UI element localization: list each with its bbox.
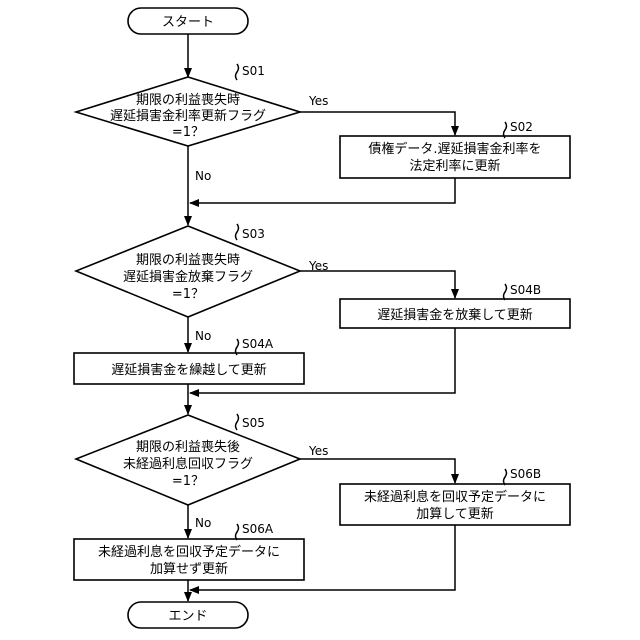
process-s06a: 未経過利息を回収予定データに 加算せず更新 S06A	[74, 522, 304, 580]
s03-line-2: 遅延損害金放棄フラグ	[123, 269, 253, 285]
s06a-line-2: 加算せず更新	[150, 561, 228, 577]
s05-line-1: 期限の利益喪失後	[136, 440, 240, 455]
s06b-line-1: 未経過利息を回収予定データに	[364, 489, 546, 505]
s06b-line-2: 加算して更新	[416, 506, 494, 522]
s01-tag: S01	[242, 64, 265, 78]
s06a-line-1: 未経過利息を回収予定データに	[98, 544, 280, 560]
label-yes-s03: Yes	[308, 259, 328, 273]
s04b-tag: S04B	[510, 283, 541, 297]
edge-s05-yes	[300, 459, 455, 483]
s01-line-3: =1？	[172, 125, 204, 140]
decision-s03: 期限の利益喪失時 遅延損害金放棄フラグ =1？ S03	[76, 224, 300, 317]
s04a-tag: S04A	[242, 337, 274, 351]
s03-line-1: 期限の利益喪失時	[136, 253, 240, 268]
label-no-s05: No	[195, 516, 211, 530]
s06b-tag-tick	[504, 469, 507, 485]
edge-s01-yes	[300, 112, 455, 135]
s02-tag: S02	[510, 120, 533, 134]
s02-line-1: 債権データ.遅延損害金利率を	[368, 141, 541, 157]
s01-tag-tick	[236, 64, 239, 80]
s04a-line-1: 遅延損害金を繰越して更新	[111, 362, 267, 378]
s06b-tag: S06B	[510, 467, 541, 481]
s05-line-2: 未経過利息回収フラグ	[123, 456, 253, 472]
s01-line-1: 期限の利益喪失時	[136, 93, 240, 108]
label-no-s01: No	[195, 169, 211, 183]
s06a-tag: S06A	[242, 522, 274, 536]
s05-tag: S05	[242, 416, 265, 430]
end-terminal: エンド	[128, 602, 248, 628]
label-no-s03: No	[195, 329, 211, 343]
end-label: エンド	[168, 609, 207, 624]
process-s04a: 遅延損害金を繰越して更新 S04A	[74, 337, 304, 384]
label-yes-s05: Yes	[308, 444, 328, 458]
s02-line-2: 法定利率に更新	[409, 158, 500, 174]
s06a-tag-tick	[236, 524, 239, 540]
decision-s05: 期限の利益喪失後 未経過利息回収フラグ =1？ S05	[76, 414, 300, 505]
s03-tag: S03	[242, 227, 265, 241]
s03-line-3: =1？	[172, 287, 204, 302]
edge-s03-yes	[300, 271, 455, 298]
label-yes-s01: Yes	[308, 94, 328, 108]
start-label: スタート	[162, 15, 214, 30]
s01-line-2: 遅延損害金利率更新フラグ	[110, 108, 266, 124]
s05-line-3: =1？	[172, 474, 204, 489]
s03-tag-tick	[236, 224, 239, 240]
s04b-tag-tick	[504, 284, 507, 300]
s04b-line-1: 遅延損害金を放棄して更新	[377, 307, 533, 323]
s05-tag-tick	[236, 414, 239, 430]
start-terminal: スタート	[128, 8, 248, 34]
decision-s01: 期限の利益喪失時 遅延損害金利率更新フラグ =1？ S01	[76, 64, 300, 146]
edge-s02-merge	[190, 178, 455, 203]
